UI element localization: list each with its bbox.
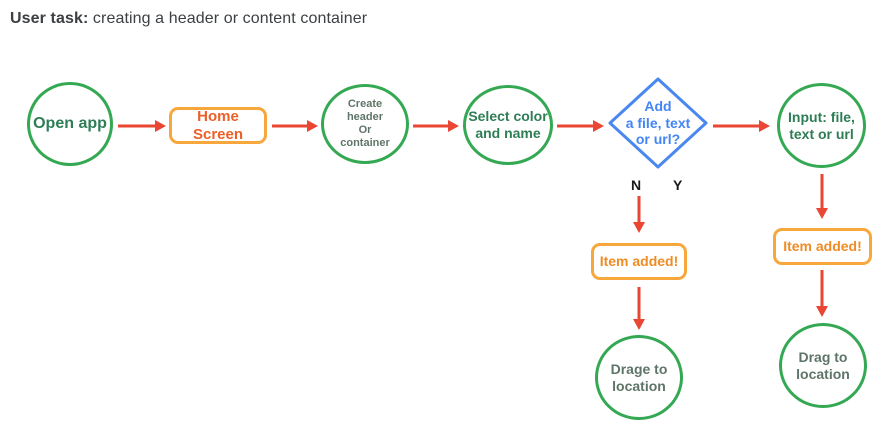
flow-arrow-open-to-home bbox=[118, 119, 166, 132]
flow-node-label: Open app bbox=[33, 115, 107, 133]
flow-node-label: Add a file, text or url? bbox=[625, 97, 691, 148]
page-title-prefix: User task: bbox=[10, 10, 89, 27]
flow-node-item-added-yes: Item added! bbox=[773, 228, 872, 265]
flow-node-home-screen: Home Screen bbox=[169, 107, 267, 144]
flow-node-label: Input: file, text or url bbox=[788, 108, 855, 142]
flow-node-open-app: Open app bbox=[27, 82, 113, 166]
flow-arrow-item-added-to-drag-yes bbox=[815, 270, 828, 317]
flow-node-drag-location-no: Drage to location bbox=[595, 335, 683, 420]
flow-node-create-header: Create header Or container bbox=[321, 84, 409, 164]
flow-node-select-color: Select color and name bbox=[463, 85, 553, 165]
branch-label-yes: Y bbox=[673, 177, 683, 193]
flow-node-label: Create header Or container bbox=[340, 97, 390, 150]
flow-node-item-added-no: Item added! bbox=[591, 243, 687, 280]
flow-node-input-file: Input: file, text or url bbox=[777, 83, 866, 168]
page-title: User task: creating a header or content … bbox=[10, 10, 367, 28]
page-title-text: creating a header or content container bbox=[88, 10, 368, 27]
flow-node-label: Select color and name bbox=[468, 108, 548, 141]
flow-arrow-no-to-item-added bbox=[632, 196, 645, 233]
flow-arrow-input-to-item-added bbox=[815, 174, 828, 219]
flow-arrow-select-to-decision bbox=[557, 119, 604, 132]
diamond-shape-icon bbox=[608, 77, 708, 169]
flow-arrow-home-to-create bbox=[272, 119, 318, 132]
flow-node-drag-location-yes: Drag to location bbox=[779, 323, 867, 408]
branch-label-no: N bbox=[631, 177, 642, 193]
flow-node-label: Item added! bbox=[783, 238, 862, 255]
flow-node-label: Drag to location bbox=[796, 348, 850, 382]
flow-node-label: Item added! bbox=[599, 253, 679, 270]
flow-arrow-decision-to-input bbox=[713, 119, 770, 132]
flow-arrow-create-to-select bbox=[413, 119, 459, 132]
flow-arrow-item-added-to-drag-no bbox=[632, 287, 645, 330]
flow-node-label: Drage to location bbox=[610, 360, 668, 394]
flow-node-add-decision: Add a file, text or url? bbox=[608, 77, 708, 169]
flow-node-label: Home Screen bbox=[192, 107, 244, 143]
